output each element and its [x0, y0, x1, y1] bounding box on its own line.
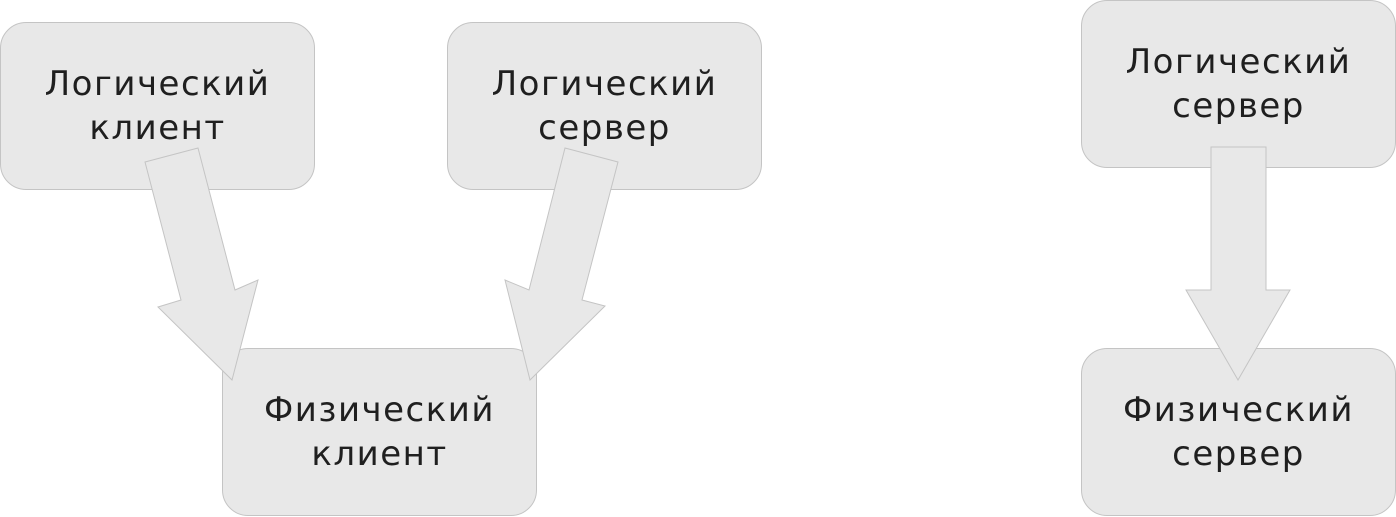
physical-server-label: Физический сервер: [1123, 390, 1354, 474]
logical-server-right-label: Логический сервер: [1125, 42, 1352, 126]
logical-server-label: Логический сервер: [491, 64, 718, 148]
logical-server-box-right: Логический сервер: [1081, 0, 1396, 168]
physical-server-box: Физический сервер: [1081, 348, 1396, 516]
physical-client-box: Физический клиент: [222, 348, 537, 516]
logical-client-label: Логический клиент: [44, 64, 271, 148]
arrow-logical-server-to-physical-server: [1185, 146, 1291, 381]
arrow-logical-client-to-physical-client: [144, 147, 259, 381]
arrow-logical-server-to-physical-client: [504, 147, 619, 381]
physical-client-label: Физический клиент: [264, 390, 495, 474]
